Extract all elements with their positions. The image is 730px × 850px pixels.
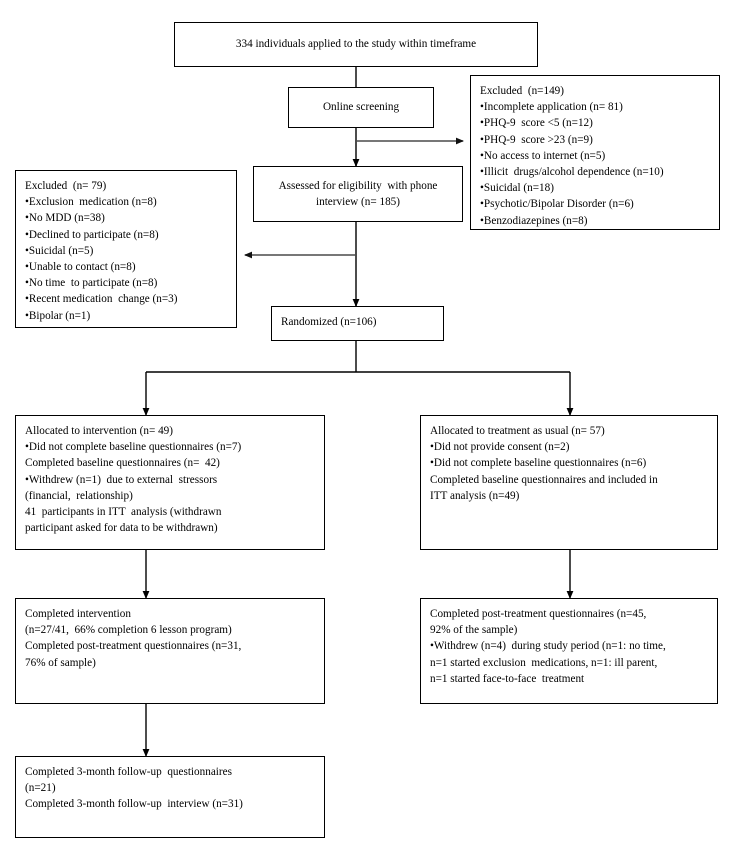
- node-text-line: •Illicit drugs/alcohol dependence (n=10): [480, 166, 664, 179]
- node-text-line: •Psychotic/Bipolar Disorder (n=6): [480, 198, 634, 211]
- node-text-line: (n=27/41, 66% completion 6 lesson progra…: [25, 624, 232, 637]
- node-text-line: Assessed for eligibility with phone: [278, 179, 438, 192]
- node-assessed-for-eligibility: Assessed for eligibility with phone inter…: [253, 166, 463, 222]
- node-excluded-after-phone-interview: Excluded (n= 79) •Exclusion medication (n…: [15, 170, 237, 328]
- node-text-line: 76% of sample): [25, 656, 96, 669]
- node-text-line: •No MDD (n=38): [25, 212, 105, 225]
- node-text-line: Excluded (n= 79): [25, 180, 107, 192]
- node-text-line: Allocated to intervention (n= 49): [25, 425, 173, 437]
- node-text-line: (n=21): [25, 782, 56, 795]
- node-text-line: Completed intervention: [25, 608, 131, 620]
- node-text-line: (financial, relationship): [25, 489, 133, 502]
- node-text-line: •Declined to participate (n=8): [25, 228, 159, 241]
- node-text-line: •Withdrew (n=1) due to external stressor…: [25, 473, 218, 486]
- node-text-line: •No time to participate (n=8): [25, 277, 158, 290]
- node-completed-intervention: Completed intervention (n=27/41, 66% comp…: [15, 598, 325, 704]
- node-text-line: n=1 started face-to-face treatment: [430, 672, 585, 685]
- node-text-line: •Unable to contact (n=8): [25, 261, 136, 274]
- node-online-screening-text: Online screening: [289, 95, 433, 119]
- node-text-line: 41 participants in ITT analysis (withdra…: [25, 506, 222, 519]
- node-text-line: •No access to internet (n=5): [480, 149, 606, 162]
- node-text-line: Completed post-treatment questionnaires …: [430, 608, 647, 620]
- node-text-line: •PHQ-9 score <5 (n=12): [480, 117, 593, 130]
- node-text-line: Excluded (n=149): [480, 85, 564, 97]
- node-assessed-for-eligibility-text: Assessed for eligibility with phone inter…: [254, 174, 462, 214]
- node-allocated-to-intervention-text: Allocated to intervention (n= 49) •Did no…: [16, 416, 324, 542]
- node-text-line: •Suicidal (n=18): [480, 182, 554, 195]
- node-text-line: •Bipolar (n=1): [25, 309, 91, 322]
- node-excluded-after-screening-text: Excluded (n=149) •Incomplete application …: [471, 76, 719, 235]
- node-completed-post-treatment-tau: Completed post-treatment questionnaires …: [420, 598, 718, 704]
- node-text-line: n=1 started exclusion medications, n=1: …: [430, 656, 658, 669]
- node-three-month-follow-up: Completed 3-month follow-up questionnair…: [15, 756, 325, 838]
- node-three-month-follow-up-text: Completed 3-month follow-up questionnair…: [16, 757, 324, 819]
- node-text-line: Online screening: [322, 101, 400, 114]
- node-text-line: •Did not complete baseline questionnaire…: [430, 457, 647, 470]
- node-allocated-to-treatment-as-usual-text: Allocated to treatment as usual (n= 57) •…: [421, 416, 717, 510]
- node-text-line: Randomized (n=106): [281, 316, 377, 328]
- node-text-line: •Recent medication change (n=3): [25, 293, 178, 306]
- node-text-line: Completed 3-month follow-up questionnair…: [25, 766, 232, 778]
- node-text-line: Completed 3-month follow-up interview (n…: [25, 798, 243, 811]
- node-text-line: •Did not complete baseline questionnaire…: [25, 441, 242, 454]
- node-text-line: 334 individuals applied to the study wit…: [235, 38, 477, 51]
- node-excluded-after-phone-interview-text: Excluded (n= 79) •Exclusion medication (n…: [16, 171, 236, 330]
- node-text-line: Completed post-treatment questionnaires …: [25, 640, 242, 653]
- node-text-line: •Withdrew (n=4) during study period (n=1…: [430, 640, 666, 653]
- node-randomized-text: Randomized (n=106): [272, 307, 443, 336]
- node-text-line: interview (n= 185): [316, 196, 400, 208]
- node-excluded-after-screening: Excluded (n=149) •Incomplete application …: [470, 75, 720, 230]
- node-text-line: •PHQ-9 score >23 (n=9): [480, 133, 593, 146]
- node-text-line: •Did not provide consent (n=2): [430, 441, 570, 454]
- node-text-line: •Suicidal (n=5): [25, 244, 94, 257]
- node-text-line: Allocated to treatment as usual (n= 57): [430, 425, 605, 437]
- node-completed-intervention-text: Completed intervention (n=27/41, 66% comp…: [16, 599, 324, 677]
- node-online-screening: Online screening: [288, 87, 434, 128]
- node-enrollment-applied: 334 individuals applied to the study wit…: [174, 22, 538, 67]
- node-allocated-to-intervention: Allocated to intervention (n= 49) •Did no…: [15, 415, 325, 550]
- node-text-line: •Benzodiazepines (n=8): [480, 214, 588, 227]
- node-text-line: 92% of the sample): [430, 624, 518, 637]
- node-text-line: ITT analysis (n=49): [430, 489, 520, 502]
- node-text-line: Completed baseline questionnaires and in…: [430, 473, 658, 486]
- node-randomized: Randomized (n=106): [271, 306, 444, 341]
- node-allocated-to-treatment-as-usual: Allocated to treatment as usual (n= 57) •…: [420, 415, 718, 550]
- node-text-line: participant asked for data to be withdra…: [25, 522, 218, 535]
- node-text-line: •Incomplete application (n= 81): [480, 101, 623, 114]
- node-enrollment-applied-text: 334 individuals applied to the study wit…: [175, 32, 537, 56]
- node-text-line: Completed baseline questionnaires (n= 42…: [25, 457, 220, 470]
- node-completed-post-treatment-tau-text: Completed post-treatment questionnaires …: [421, 599, 717, 693]
- node-text-line: •Exclusion medication (n=8): [25, 196, 157, 209]
